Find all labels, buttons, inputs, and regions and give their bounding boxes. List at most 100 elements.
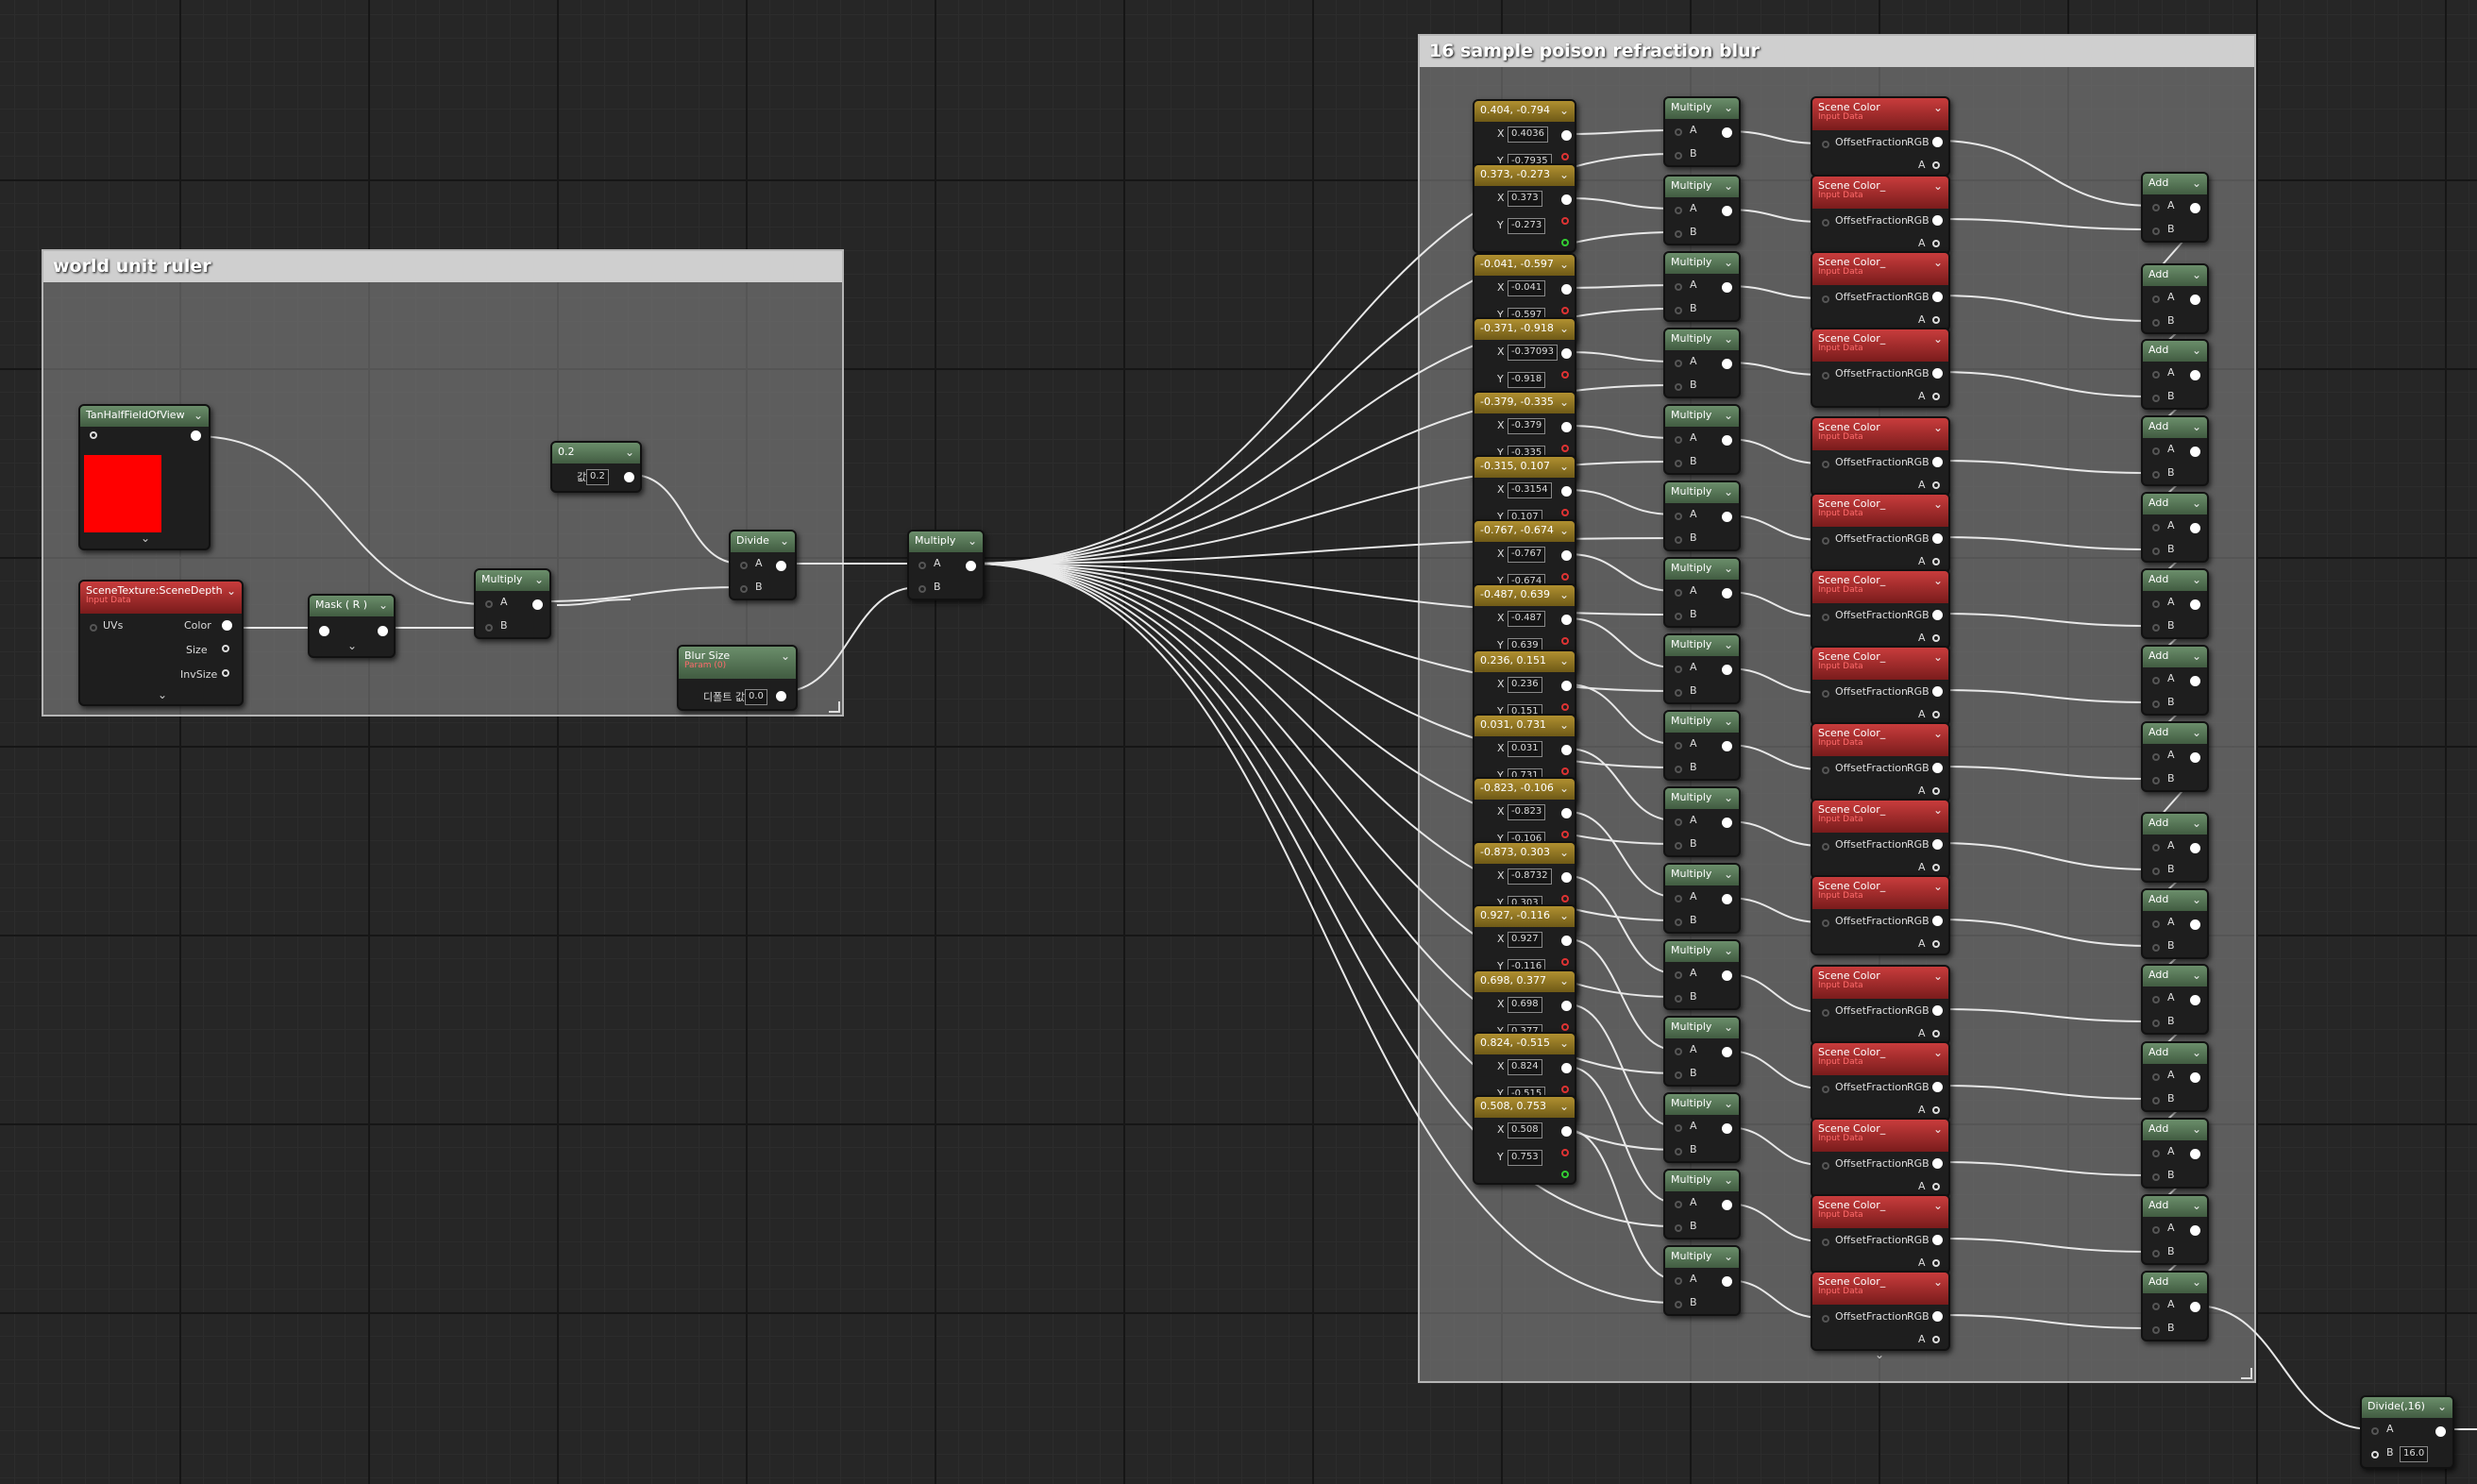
a-output-pin[interactable] [1932,161,1940,169]
a-output-pin[interactable] [1932,1336,1940,1343]
a-output-pin[interactable] [1932,787,1940,795]
pin-a[interactable] [1675,1048,1682,1055]
chevron-down-icon[interactable]: ⌄ [1559,104,1569,117]
pin-b[interactable] [2152,1173,2160,1181]
output-pin[interactable] [1722,1200,1732,1210]
output-pin[interactable] [1561,1063,1572,1073]
pin-b[interactable] [1675,766,1682,773]
pin-a[interactable] [1675,436,1682,444]
x-value-field[interactable]: -0.3154 [1508,482,1552,498]
offset-fraction-pin[interactable] [1822,461,1829,468]
chevron-down-icon[interactable]: ⌄ [1932,1122,1943,1136]
pin-a[interactable] [1675,666,1682,673]
chevron-down-icon[interactable]: ⌄ [1932,421,1943,434]
pin-b[interactable] [2152,1326,2160,1334]
x-value-field[interactable]: -0.37093 [1508,345,1558,361]
output-pin[interactable] [1561,681,1572,691]
chevron-down-icon[interactable]: ⌄ [1932,497,1943,511]
chevron-down-icon[interactable]: ⌄ [2191,573,2201,586]
rgb-output-pin[interactable] [1932,368,1943,379]
output-pin[interactable] [1722,741,1732,751]
pin-a[interactable] [1675,360,1682,367]
rgb-output-pin[interactable] [1932,1005,1943,1016]
output-pin-g[interactable] [1561,1171,1569,1178]
pin-a[interactable] [2371,1427,2379,1435]
pin-b[interactable] [2152,471,2160,479]
node-header[interactable]: -0.371, -0.918⌄ [1474,319,1575,340]
chevron-down-icon[interactable]: ⌄ [1932,650,1943,664]
output-pin[interactable] [2190,919,2200,930]
chevron-down-icon[interactable]: ⌄ [1723,1173,1733,1187]
chevron-down-icon[interactable]: ⌄ [2191,893,2201,906]
offset-fraction-pin[interactable] [1822,219,1829,227]
chevron-down-icon[interactable]: ⌄ [193,409,203,422]
chevron-down-icon[interactable]: ⌄ [624,446,634,459]
node-header[interactable]: Multiply⌄ [1665,98,1739,119]
x-value-field[interactable]: 0.4036 [1508,126,1548,143]
y-value-field[interactable]: 0.753 [1508,1150,1542,1166]
chevron-down-icon[interactable]: ⌄ [1559,654,1569,667]
chevron-down-icon[interactable]: ⌄ [1559,846,1569,859]
chevron-down-icon[interactable]: ⌄ [2191,969,2201,982]
pin-b[interactable] [1675,152,1682,160]
x-value-field[interactable]: -0.487 [1508,611,1546,627]
output-pin[interactable] [966,561,976,571]
chevron-down-icon[interactable]: ⌄ [158,688,168,701]
output-pin[interactable] [2190,843,2200,853]
node-header[interactable]: Mask ( R )⌄ [310,596,394,616]
chevron-down-icon[interactable]: ⌄ [1932,574,1943,587]
output-pin[interactable] [1722,1276,1732,1287]
node-header[interactable]: Add⌄ [2143,174,2207,194]
chevron-down-icon[interactable]: ⌄ [967,534,977,548]
output-pin[interactable] [2190,523,2200,533]
node-header[interactable]: 0.2⌄ [552,443,640,464]
output-pin-r[interactable] [1561,509,1569,516]
pin-b[interactable] [1675,919,1682,926]
chevron-down-icon[interactable]: ⌄ [2191,649,2201,663]
rgb-output-pin[interactable] [1932,610,1943,620]
pin-a[interactable] [2152,1150,2160,1157]
pin-b[interactable] [2152,319,2160,327]
chevron-down-icon[interactable]: ⌄ [1723,485,1733,498]
output-pin-r[interactable] [1561,153,1569,160]
a-output-pin[interactable] [1932,481,1940,489]
chevron-down-icon[interactable]: ⌄ [1559,524,1569,537]
rgb-output-pin[interactable] [1932,839,1943,850]
chevron-down-icon[interactable]: ⌄ [2191,1046,2201,1059]
chevron-down-icon[interactable]: ⌄ [1559,1100,1569,1113]
offset-fraction-pin[interactable] [1822,1162,1829,1170]
node-header[interactable]: Multiply⌄ [1665,253,1739,274]
pin-b[interactable] [1675,995,1682,1003]
pin-b[interactable] [2371,1451,2379,1459]
chevron-down-icon[interactable]: ⌄ [347,639,358,652]
chevron-down-icon[interactable]: ⌄ [378,599,388,612]
output-pin[interactable] [1722,359,1732,369]
pin-b[interactable] [1675,536,1682,544]
node-header[interactable]: Add⌄ [2143,570,2207,591]
output-pin-r[interactable] [1561,767,1569,775]
output-pin[interactable] [1561,615,1572,625]
node-header[interactable]: 0.236, 0.151⌄ [1474,651,1575,672]
pin-b[interactable] [740,585,748,593]
x-value-field[interactable]: 0.031 [1508,741,1542,757]
offset-fraction-pin[interactable] [1822,843,1829,851]
pin-a[interactable] [2152,204,2160,211]
pin-a[interactable] [1675,818,1682,826]
a-output-pin[interactable] [1932,1183,1940,1190]
node-header[interactable]: Multiply⌄ [1665,482,1739,503]
